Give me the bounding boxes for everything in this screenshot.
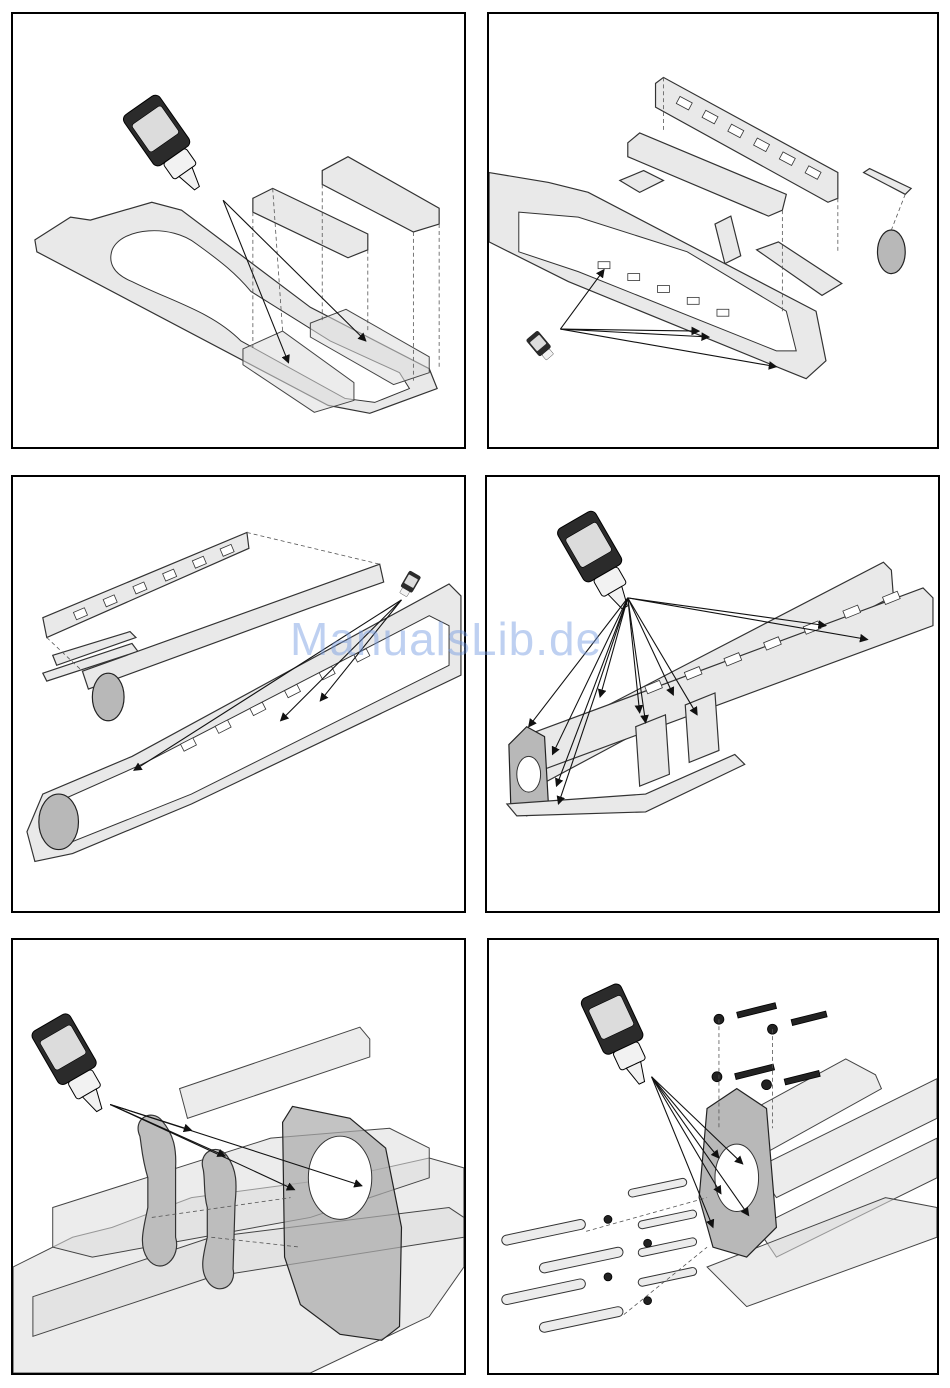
motor-doubler-right bbox=[202, 1149, 236, 1288]
step-6-illustration bbox=[489, 940, 937, 1373]
glue-bottle-icon bbox=[579, 982, 661, 1092]
step-3-illustration bbox=[13, 477, 464, 911]
step-5-illustration bbox=[13, 940, 464, 1373]
side-bracket bbox=[715, 216, 741, 264]
front-bulkhead bbox=[92, 673, 124, 721]
step-1-illustration bbox=[13, 14, 464, 447]
step-4-illustration bbox=[487, 477, 938, 911]
assembly-step-5-panel bbox=[11, 938, 466, 1375]
nose-bulkhead bbox=[39, 794, 79, 849]
glue-bottle-icon bbox=[398, 570, 422, 598]
upper-side-rail bbox=[43, 532, 249, 637]
assembly-step-4-panel bbox=[485, 475, 940, 913]
glue-bottle-icon bbox=[526, 330, 556, 362]
step-2-illustration bbox=[489, 14, 937, 447]
glue-bottle-icon bbox=[30, 1012, 118, 1121]
top-rail bbox=[180, 1027, 370, 1118]
center-former bbox=[636, 715, 670, 786]
bolt-set bbox=[712, 1003, 827, 1090]
round-bulkhead bbox=[877, 230, 905, 274]
assembly-step-2-panel bbox=[487, 12, 939, 449]
glue-bottle-icon bbox=[121, 93, 215, 201]
assembly-step-6-panel bbox=[487, 938, 939, 1375]
assembly-step-1-panel bbox=[11, 12, 466, 449]
assembly-step-3-panel bbox=[11, 475, 466, 913]
narrow-strip bbox=[864, 169, 912, 195]
rod-set bbox=[501, 1178, 697, 1334]
small-tab-plate bbox=[620, 171, 664, 193]
left-side-rail bbox=[523, 588, 933, 774]
